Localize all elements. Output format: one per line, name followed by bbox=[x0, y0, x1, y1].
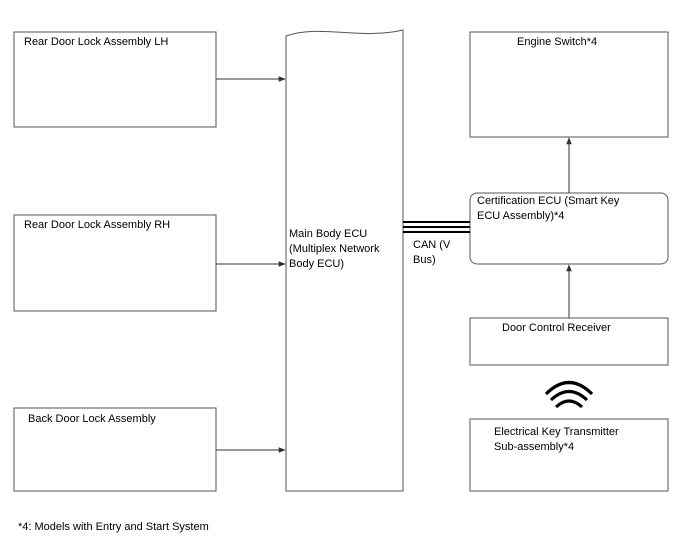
door-control-receiver-box bbox=[469, 317, 669, 366]
back-door-lock-label: Back Door Lock Assembly bbox=[28, 413, 156, 425]
main-body-ecu-box bbox=[285, 29, 404, 492]
engine-switch-box bbox=[469, 31, 669, 138]
can-bus-line bbox=[403, 221, 470, 233]
door-control-receiver-label: Door Control Receiver bbox=[502, 322, 611, 334]
rear-door-lock-rh-box bbox=[13, 214, 217, 312]
certification-ecu-label: Certification ECU (Smart Key ECU Assembl… bbox=[477, 195, 620, 222]
main-body-ecu-label: Main Body ECU (Multiplex Network Body EC… bbox=[289, 228, 380, 270]
back-door-lock-box bbox=[13, 407, 217, 492]
rear-door-lock-lh-label: Rear Door Lock Assembly LH bbox=[24, 36, 169, 48]
radio-wave-icon bbox=[544, 380, 594, 409]
rear-door-lock-rh-label: Rear Door Lock Assembly RH bbox=[24, 219, 171, 231]
key-transmitter-label: Electrical Key Transmitter Sub-assembly*… bbox=[494, 426, 619, 453]
can-bus-label: CAN (V Bus) bbox=[413, 239, 451, 266]
footnote: *4: Models with Entry and Start System bbox=[18, 521, 209, 533]
key-transmitter-box bbox=[469, 418, 669, 492]
engine-switch-label: Engine Switch*4 bbox=[517, 36, 598, 48]
rear-door-lock-lh-box bbox=[13, 31, 217, 128]
